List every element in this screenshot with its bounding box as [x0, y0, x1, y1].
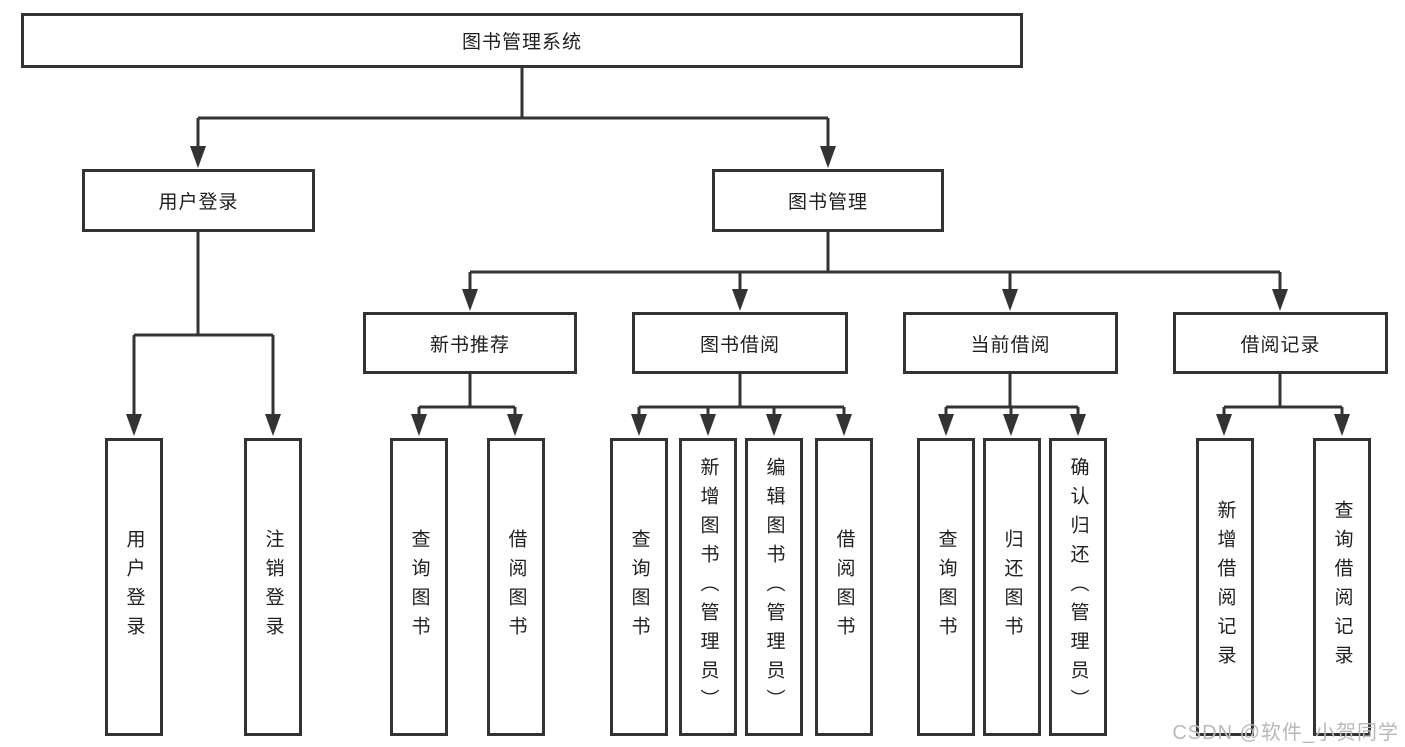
arrowhead: [1334, 414, 1350, 436]
leaf-query-borrow-record: 查询借阅记录: [1313, 438, 1371, 736]
arrowhead: [462, 289, 478, 311]
leaf-confirm-return-admin-label: 确认归还（管理员）: [1067, 456, 1089, 718]
leaf-borrow-books-1-label: 借阅图书: [505, 529, 527, 645]
node-book-management: 图书管理: [712, 169, 944, 232]
leaf-borrow-books-1: 借阅图书: [487, 438, 545, 736]
arrowhead: [1002, 289, 1018, 311]
arrowhead: [938, 414, 954, 436]
node-new-book-recommend: 新书推荐: [363, 312, 577, 374]
tree-edges: [132, 68, 1344, 418]
leaf-user-login-label: 用户登录: [123, 529, 145, 645]
arrowhead: [836, 414, 852, 436]
node-current-borrowing-label: 当前借阅: [970, 334, 1051, 356]
leaf-edit-books-admin: 编辑图书（管理员）: [745, 438, 803, 736]
leaf-logout-label: 注销登录: [262, 529, 284, 645]
arrowhead: [766, 414, 782, 436]
leaf-add-borrow-record-label: 新增借阅记录: [1214, 500, 1236, 674]
node-user-login: 用户登录: [82, 169, 315, 232]
leaf-query-books-3: 查询图书: [917, 438, 975, 736]
leaf-return-books-label: 归还图书: [1001, 529, 1023, 645]
arrowhead: [1070, 414, 1086, 436]
arrowhead: [631, 414, 647, 436]
leaf-edit-books-admin-label: 编辑图书（管理员）: [763, 456, 785, 718]
arrowhead: [1216, 414, 1232, 436]
arrowhead: [190, 146, 206, 168]
arrowhead: [507, 414, 523, 436]
node-book-borrowing-label: 图书借阅: [699, 334, 780, 356]
node-book-management-label: 图书管理: [787, 192, 868, 213]
leaf-user-login: 用户登录: [105, 438, 163, 736]
node-borrowing-records: 借阅记录: [1173, 312, 1388, 374]
leaf-query-books-1: 查询图书: [390, 438, 448, 736]
arrowhead: [732, 289, 748, 311]
watermark: CSDN @软件_小贺同学: [1172, 722, 1399, 744]
node-user-login-label: 用户登录: [158, 192, 239, 213]
arrowhead: [126, 414, 142, 436]
leaf-query-books-3-label: 查询图书: [935, 529, 957, 645]
leaf-add-books-admin: 新增图书（管理员）: [679, 438, 737, 736]
arrowhead: [265, 414, 281, 436]
leaf-logout: 注销登录: [244, 438, 302, 736]
leaf-query-borrow-record-label: 查询借阅记录: [1331, 500, 1353, 674]
arrowhead: [700, 414, 716, 436]
arrowhead: [820, 146, 836, 168]
leaf-query-books-2: 查询图书: [610, 438, 668, 736]
leaf-borrow-books-2-label: 借阅图书: [833, 529, 855, 645]
node-root: 图书管理系统: [21, 13, 1023, 68]
node-root-label: 图书管理系统: [461, 32, 582, 53]
leaf-confirm-return-admin: 确认归还（管理员）: [1049, 438, 1107, 736]
node-new-book-recommend-label: 新书推荐: [429, 334, 510, 356]
leaf-add-books-admin-label: 新增图书（管理员）: [697, 456, 719, 718]
arrowheads: [126, 146, 1350, 436]
node-current-borrowing: 当前借阅: [903, 312, 1118, 374]
leaf-add-borrow-record: 新增借阅记录: [1196, 438, 1254, 736]
leaf-return-books: 归还图书: [983, 438, 1041, 736]
node-book-borrowing: 图书借阅: [632, 312, 848, 374]
leaf-query-books-2-label: 查询图书: [628, 529, 650, 645]
arrowhead: [1003, 414, 1019, 436]
node-borrowing-records-label: 借阅记录: [1240, 334, 1321, 356]
arrowhead: [411, 414, 427, 436]
leaf-borrow-books-2: 借阅图书: [815, 438, 873, 736]
arrowhead: [1272, 289, 1288, 311]
leaf-query-books-1-label: 查询图书: [408, 529, 430, 645]
